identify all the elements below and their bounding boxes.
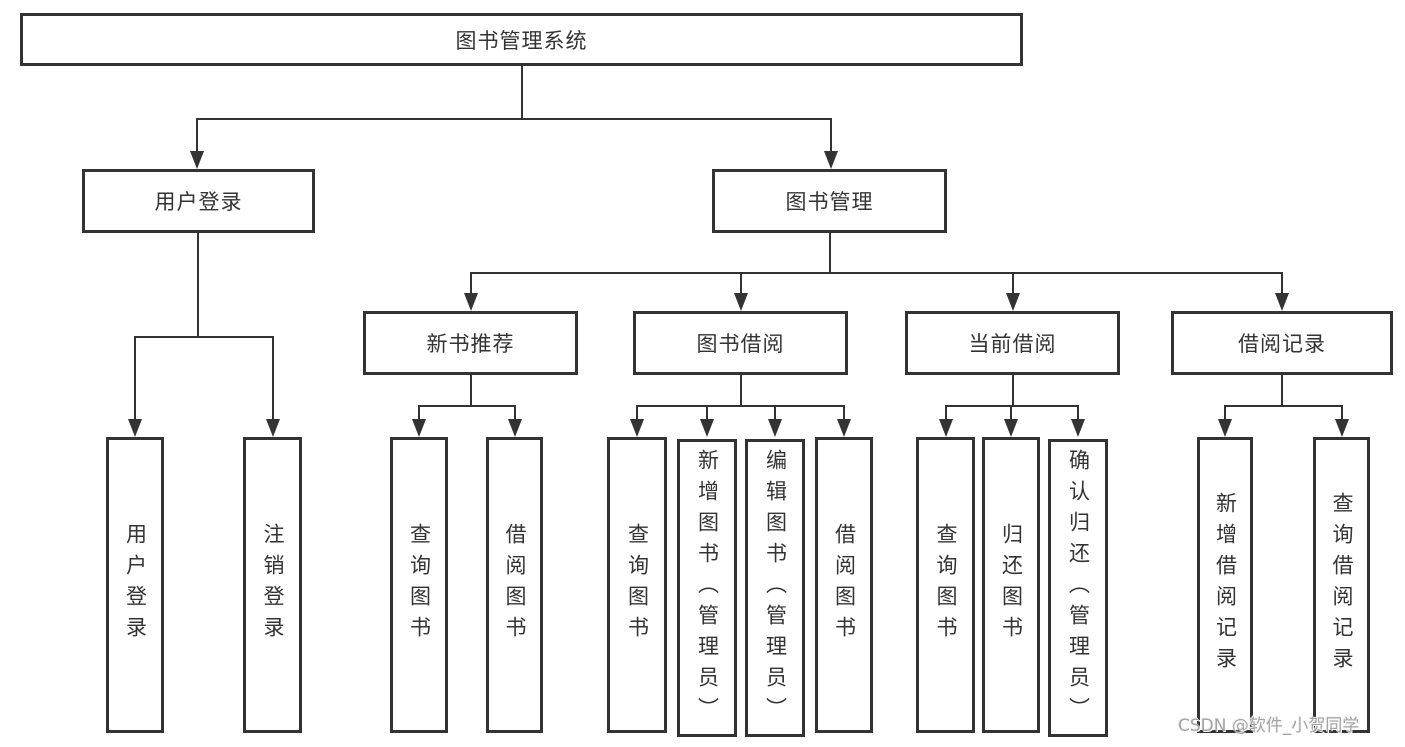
connector-line xyxy=(134,336,274,338)
leaf-bb-borrow-books-label: 借阅图书 xyxy=(832,523,857,647)
arrow-down-icon xyxy=(700,419,714,437)
leaf-nb-query-books-label: 查询图书 xyxy=(407,523,432,647)
arrow-down-icon xyxy=(128,419,142,437)
connector-line xyxy=(1012,272,1014,293)
connector-line xyxy=(636,405,845,407)
node-new-book-recommend-label: 新书推荐 xyxy=(426,332,515,356)
connector-line xyxy=(829,233,831,274)
connector-line xyxy=(514,405,516,419)
leaf-nb-borrow-books: 借阅图书 xyxy=(486,437,543,733)
connector-line xyxy=(1010,405,1012,419)
connector-line xyxy=(774,405,776,419)
connector-line xyxy=(1341,405,1343,419)
connector-line xyxy=(470,375,472,405)
connector-line xyxy=(1281,375,1283,405)
arrow-down-icon xyxy=(1218,419,1232,437)
connector-line xyxy=(196,118,832,120)
arrow-down-icon xyxy=(1275,293,1289,311)
connector-line xyxy=(740,272,742,293)
connector-line xyxy=(740,375,742,405)
leaf-bb-query-books-label: 查询图书 xyxy=(625,523,650,647)
leaf-bb-edit-books-admin: 编辑图书（管理员） xyxy=(745,439,805,737)
connector-line xyxy=(1224,405,1343,407)
leaf-nb-borrow-books-label: 借阅图书 xyxy=(503,523,528,647)
leaf-cb-confirm-return-admin-label: 确认归还（管理员） xyxy=(1066,448,1091,728)
connector-line xyxy=(636,405,638,419)
node-book-management-label: 图书管理 xyxy=(785,190,874,214)
node-current-borrow: 当前借阅 xyxy=(905,311,1120,375)
leaf-cb-return-books-label: 归还图书 xyxy=(999,523,1024,647)
arrow-down-icon xyxy=(837,419,851,437)
connector-line xyxy=(1077,405,1079,419)
arrow-down-icon xyxy=(1004,419,1018,437)
connector-line xyxy=(272,336,274,419)
connector-line xyxy=(197,233,199,336)
arrow-down-icon xyxy=(1006,293,1020,311)
arrow-down-icon xyxy=(824,151,838,169)
leaf-user-login-label: 用户登录 xyxy=(123,523,148,647)
leaf-cb-query-books-label: 查询图书 xyxy=(934,523,959,647)
leaf-bb-edit-books-admin-label: 编辑图书（管理员） xyxy=(763,448,788,728)
leaf-logout-label: 注销登录 xyxy=(261,523,286,647)
connector-line xyxy=(470,272,472,293)
node-root-label: 图书管理系统 xyxy=(455,28,588,53)
node-borrow-records: 借阅记录 xyxy=(1171,311,1393,375)
leaf-logout: 注销登录 xyxy=(243,437,302,733)
connector-line xyxy=(196,118,198,151)
leaf-nb-query-books: 查询图书 xyxy=(390,437,448,733)
connector-line xyxy=(1012,375,1014,405)
leaf-br-query-record-label: 查询借阅记录 xyxy=(1330,492,1355,678)
leaf-bb-add-books-admin-label: 新增图书（管理员） xyxy=(695,448,720,728)
arrow-down-icon xyxy=(1335,419,1349,437)
connector-line xyxy=(830,118,832,151)
connector-line xyxy=(521,66,523,118)
node-current-borrow-label: 当前借阅 xyxy=(968,332,1057,356)
arrow-down-icon xyxy=(464,293,478,311)
leaf-bb-borrow-books: 借阅图书 xyxy=(815,437,873,733)
connector-line xyxy=(1224,405,1226,419)
connector-line xyxy=(470,272,1283,274)
connector-line xyxy=(418,405,516,407)
node-book-borrow-label: 图书借阅 xyxy=(696,332,785,356)
leaf-br-add-record: 新增借阅记录 xyxy=(1197,437,1253,733)
leaf-bb-add-books-admin: 新增图书（管理员） xyxy=(677,439,737,737)
node-new-book-recommend: 新书推荐 xyxy=(363,311,578,375)
arrow-down-icon xyxy=(190,151,204,169)
node-user-login-label: 用户登录 xyxy=(154,190,243,214)
connector-line xyxy=(1281,272,1283,293)
arrow-down-icon xyxy=(266,419,280,437)
node-borrow-records-label: 借阅记录 xyxy=(1238,332,1326,356)
node-book-management: 图书管理 xyxy=(712,169,947,233)
arrow-down-icon xyxy=(734,293,748,311)
connector-line xyxy=(418,405,420,419)
leaf-cb-query-books: 查询图书 xyxy=(916,437,975,733)
arrow-down-icon xyxy=(768,419,782,437)
leaf-cb-return-books: 归还图书 xyxy=(982,437,1040,733)
node-user-login: 用户登录 xyxy=(82,169,315,233)
csdn-watermark: CSDN @软件_小贺同学 xyxy=(1178,716,1360,736)
connector-line xyxy=(843,405,845,419)
node-root: 图书管理系统 xyxy=(20,13,1023,66)
arrow-down-icon xyxy=(630,419,644,437)
connector-line xyxy=(945,405,947,419)
leaf-cb-confirm-return-admin: 确认归还（管理员） xyxy=(1048,439,1108,737)
arrow-down-icon xyxy=(508,419,522,437)
connector-line xyxy=(134,336,136,419)
leaf-br-query-record: 查询借阅记录 xyxy=(1313,437,1370,733)
node-book-borrow: 图书借阅 xyxy=(633,311,848,375)
leaf-bb-query-books: 查询图书 xyxy=(607,437,667,733)
arrow-down-icon xyxy=(1071,419,1085,437)
connector-line xyxy=(945,405,1079,407)
connector-line xyxy=(706,405,708,419)
leaf-user-login: 用户登录 xyxy=(106,437,164,733)
arrow-down-icon xyxy=(412,419,426,437)
leaf-br-add-record-label: 新增借阅记录 xyxy=(1213,492,1238,678)
arrow-down-icon xyxy=(939,419,953,437)
